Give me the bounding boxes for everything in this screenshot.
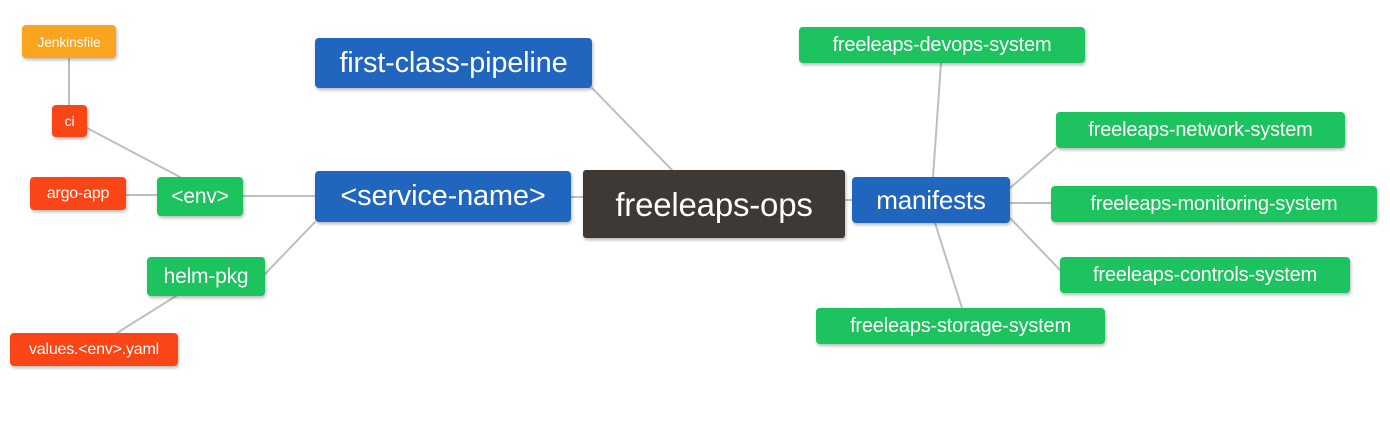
mindmap-node-freeleaps-network-system[interactable]: freeleaps-network-system: [1056, 112, 1345, 148]
mindmap-node-service-name[interactable]: <service-name>: [315, 171, 571, 222]
mindmap-node-label: freeleaps-controls-system: [1093, 264, 1317, 286]
mindmap-node-label: freeleaps-monitoring-system: [1090, 193, 1338, 215]
mindmap-node-helm-pkg[interactable]: helm-pkg: [147, 257, 265, 296]
mindmap-node-ci[interactable]: ci: [52, 105, 87, 137]
mindmap-node-label: freeleaps-devops-system: [832, 34, 1052, 56]
edge-service-name-helm-pkg: [264, 221, 316, 275]
mindmap-node-label: values.<env>.yaml: [28, 340, 159, 358]
mindmap-node-label: ci: [64, 113, 75, 129]
mindmap-node-label: first-class-pipeline: [339, 46, 568, 79]
mindmap-node-env[interactable]: <env>: [157, 177, 243, 216]
mindmap-node-freeleaps-devops-system[interactable]: freeleaps-devops-system: [799, 27, 1085, 63]
mindmap-node-label: argo-app: [46, 184, 110, 202]
mindmap-node-label: helm-pkg: [163, 265, 249, 288]
edge-manifests-devops: [932, 62, 942, 178]
mindmap-node-label: freeleaps-storage-system: [850, 315, 1071, 337]
mindmap-node-freeleaps-controls-system[interactable]: freeleaps-controls-system: [1060, 257, 1350, 293]
mindmap-node-freeleaps-storage-system[interactable]: freeleaps-storage-system: [816, 308, 1105, 344]
edge-pipeline-ops: [591, 87, 673, 171]
edge-helm-pkg-values: [116, 295, 177, 334]
mindmap-node-first-class-pipeline[interactable]: first-class-pipeline: [315, 38, 592, 88]
edge-manifests-controls: [1009, 217, 1061, 271]
edge-manifests-network: [1009, 147, 1057, 189]
mindmap-node-freeleaps-monitoring-system[interactable]: freeleaps-monitoring-system: [1051, 186, 1377, 222]
mindmap-node-label: <service-name>: [340, 180, 546, 212]
mindmap-node-label: manifests: [876, 185, 986, 215]
mindmap-node-label: freeleaps-ops: [615, 185, 813, 223]
mindmap-node-values-yaml[interactable]: values.<env>.yaml: [10, 333, 178, 366]
mindmap-node-manifests[interactable]: manifests: [852, 177, 1010, 223]
mindmap-node-freeleaps-ops[interactable]: freeleaps-ops: [583, 170, 845, 238]
mindmap-node-label: Jenkinsfile: [37, 33, 101, 50]
edge-ci-env: [86, 127, 181, 178]
mindmap-node-label: <env>: [171, 185, 229, 208]
mindmap-node-jenkinsfile[interactable]: Jenkinsfile: [22, 25, 116, 58]
edge-manifests-storage: [934, 222, 963, 309]
mindmap-node-label: freeleaps-network-system: [1088, 119, 1313, 141]
mindmap-node-argo-app[interactable]: argo-app: [30, 177, 126, 210]
